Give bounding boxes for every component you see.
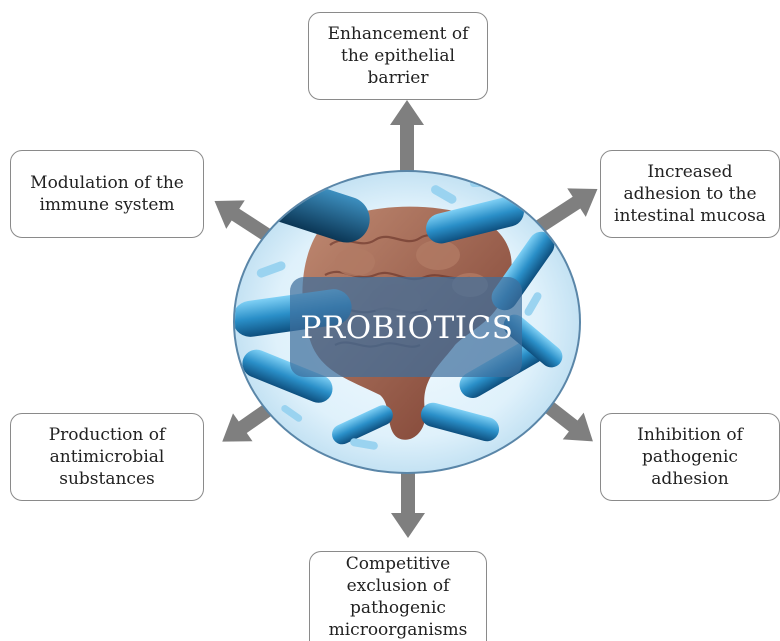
arrow-to-bottom <box>391 455 425 538</box>
title-panel <box>290 277 522 377</box>
effect-box-epithelial-barrier: Enhancement of the epithelial barrier <box>308 12 488 100</box>
probiotics-illustration: PROBIOTICS <box>233 170 581 474</box>
effect-box-immune-modulation: Modulation of the immune system <box>10 150 204 238</box>
arrow-to-top <box>390 100 424 190</box>
effect-box-competitive-exclusion: Competitive exclusion of pathogenic micr… <box>309 551 487 641</box>
center-title: PROBIOTICS <box>301 310 514 346</box>
effect-box-antimicrobial-substances: Production of antimicrobial substances <box>10 413 204 501</box>
effect-box-mucosa-adhesion: Increased adhesion to the intestinal muc… <box>600 150 780 238</box>
effect-box-pathogenic-adhesion-inhibition: Inhibition of pathogenic adhesion <box>600 413 780 501</box>
